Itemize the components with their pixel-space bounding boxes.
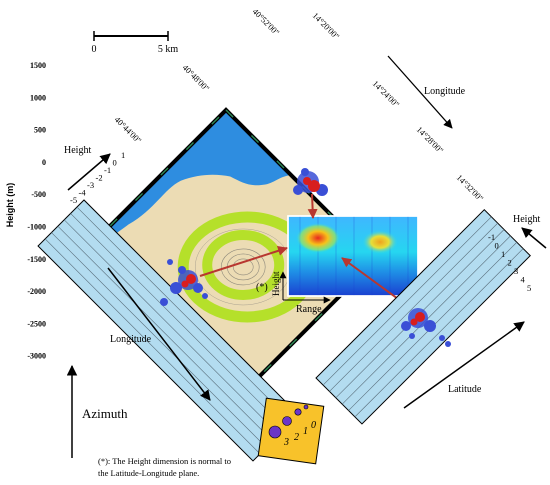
right-strip-tick-label: 4: [521, 275, 526, 285]
size-legend: 3 2 1 0: [257, 397, 325, 465]
lon-label-2: 14°24'00": [371, 78, 402, 109]
lat-label-2: 40°48'00": [181, 62, 212, 93]
inset-x-label: Range: [296, 304, 322, 315]
crater-point-cloud: [293, 168, 328, 196]
lat-label-1: 40°52'00": [251, 6, 282, 37]
height-axis: Height (m) 1500 1000 500 0 -500 -1000 -1500 -20…: [5, 61, 46, 361]
footnote-line-2: the Latitude-Longitude plane.: [98, 468, 199, 478]
height-tick-label: -500: [31, 190, 46, 199]
left-strip-tick-label: -2: [96, 173, 103, 183]
longitude-arrow-left-label: Longitude: [110, 334, 152, 345]
left-strip-tick-label: 1: [121, 150, 125, 160]
longitude-arrow-top: Longitude: [387, 55, 466, 129]
lon-label-1: 14°20'00": [311, 10, 342, 41]
footnote: (*): The Height dimension is normal to t…: [98, 456, 231, 478]
left-strip-tick-label: -4: [79, 188, 87, 198]
inset-y-label: Height: [271, 271, 281, 296]
latitude-arrow-label: Latitude: [448, 384, 482, 395]
right-strip-point-cloud: [401, 308, 451, 347]
footnote-line-1: (*): The Height dimension is normal to: [98, 456, 231, 466]
longitude-arrow-top-label: Longitude: [424, 86, 466, 97]
azimuth-arrow: Azimuth: [66, 364, 128, 458]
vegetation-ring-inner: [202, 229, 285, 300]
right-strip-tick-label: 3: [514, 266, 518, 276]
scale-bar-start-label: 0: [92, 44, 97, 55]
right-strip-tick-label: 2: [508, 258, 512, 268]
height-tick-label: -1500: [27, 255, 46, 264]
legend-label-0: 0: [311, 420, 316, 431]
scale-bar: 0 5 km: [92, 31, 179, 55]
legend-label-1: 1: [303, 426, 308, 437]
right-strip-tick-label: 1: [501, 249, 505, 259]
height-tick-label: 1000: [30, 93, 46, 102]
lon-label-3: 14°28'00": [415, 124, 446, 155]
lon-label-4: 14°32'00": [455, 172, 486, 203]
height-tick-label: 1500: [30, 61, 46, 70]
left-strip-tick-label: -1: [104, 165, 111, 175]
left-strip-tick-label: -3: [87, 180, 94, 190]
left-strip-tick-label: 0: [113, 158, 117, 168]
right-strip-tick-label: 0: [495, 241, 499, 251]
left-strip-tick-label: -5: [70, 195, 77, 205]
lat-label-3: 40°44'00": [113, 114, 144, 145]
height-tick-label: 0: [42, 158, 46, 167]
tomogram-inset: Height Range (*): [256, 215, 419, 315]
height-tick-label: -2000: [27, 287, 46, 296]
right-strip-tick-label: 5: [527, 283, 531, 293]
height-tick-label: 500: [34, 126, 46, 135]
sea-area: [76, 110, 292, 260]
height-axis-title: Height (m): [5, 183, 15, 228]
inset-marker: (*): [256, 282, 268, 293]
height-tick-label: -3000: [27, 352, 46, 361]
left-strip: -5-4-3-2-101 Height Longitude: [37, 145, 300, 462]
height-tick-label: -2500: [27, 319, 46, 328]
height-arrow-right-label: Height: [513, 214, 540, 225]
right-strip-tick-label: -1: [488, 232, 495, 242]
left-strip-point-cloud: [160, 259, 208, 306]
legend-label-3: 3: [283, 437, 289, 448]
scale-bar-end-label: 5 km: [158, 44, 179, 55]
legend-label-2: 2: [294, 432, 299, 443]
azimuth-label: Azimuth: [82, 406, 128, 421]
height-tick-label: -1000: [27, 223, 46, 232]
height-arrow-left-label: Height: [64, 145, 91, 156]
